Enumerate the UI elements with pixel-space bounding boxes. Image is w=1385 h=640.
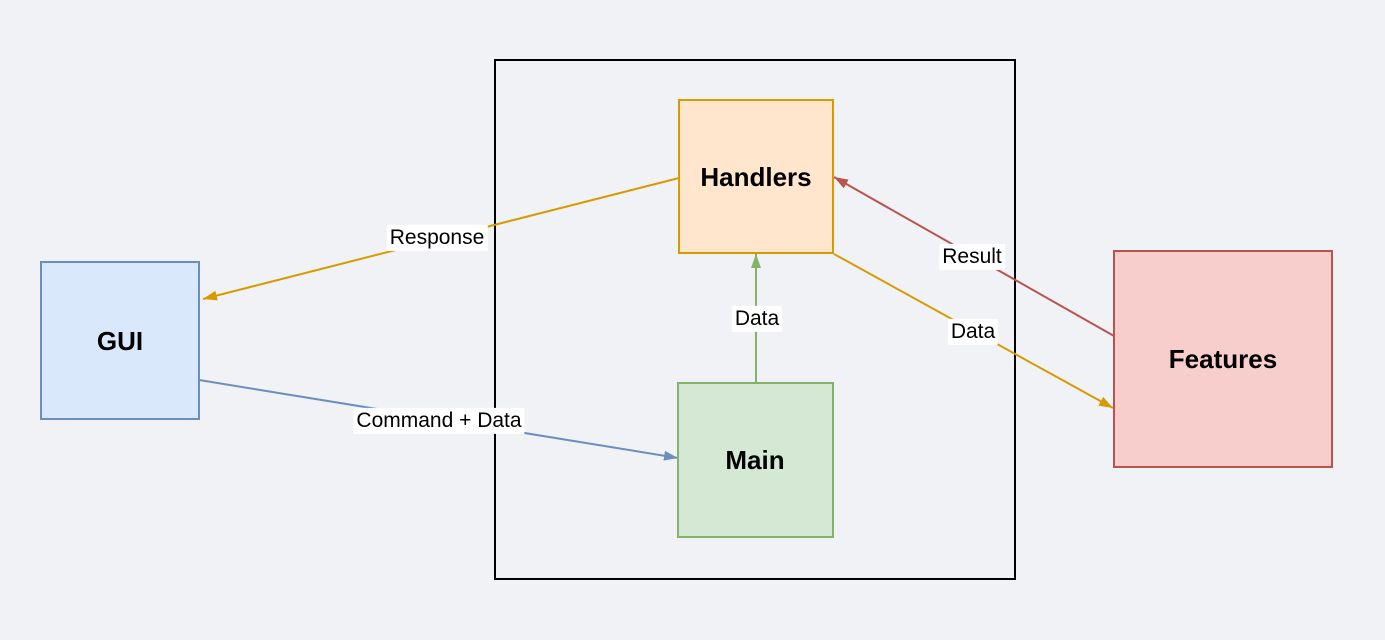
node-main-label: Main <box>725 445 784 475</box>
edge-label-data-handlers-to-features: Data <box>947 318 999 346</box>
node-gui <box>41 262 199 419</box>
edge-label-command-plus-data: Command + Data <box>353 407 525 435</box>
node-features-border <box>1113 250 1333 468</box>
node-main-border <box>677 382 834 538</box>
node-features <box>1114 251 1332 467</box>
node-handlers-border <box>678 99 834 254</box>
node-handlers-label: Handlers <box>700 162 811 192</box>
node-gui-border <box>40 261 200 420</box>
edge-label-response: Response <box>386 224 488 252</box>
node-handlers <box>679 100 833 253</box>
edge-label-result: Result <box>939 243 1005 271</box>
edge-label-data-main-to-handlers: Data <box>731 305 783 333</box>
node-features-label: Features <box>1169 344 1277 374</box>
container-rect <box>494 59 1016 580</box>
node-gui-label: GUI <box>97 326 143 356</box>
node-main <box>678 383 833 537</box>
